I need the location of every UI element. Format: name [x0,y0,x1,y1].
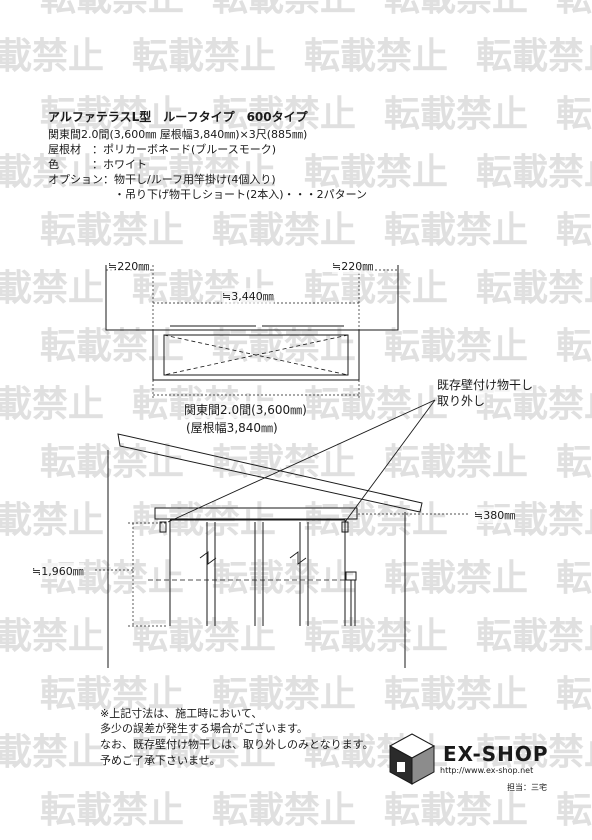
watermark-text: 転載禁止 [0,152,104,193]
watermark-text: 転載禁止 [476,616,592,657]
callout-existing-laundry-pole: 既存壁付け物干し [437,376,534,393]
watermark-text: 転載禁止 [556,210,592,251]
watermark-text: 転載禁止 [212,558,356,599]
watermark-text: 転載禁止 [384,674,528,715]
elevation-hook-left [159,521,167,533]
watermark-text: 転載禁止 [132,732,276,773]
plan-dim-inner: ≒3,440㎜ [222,288,274,304]
watermark-text: 転載禁止 [132,36,276,77]
watermark-text: 転載禁止 [384,558,528,599]
watermark-text: 転載禁止 [40,94,184,135]
watermark-text: 転載禁止 [384,326,528,367]
watermark-text: 転載禁止 [304,152,448,193]
elevation-slide-arrow-left [199,551,217,565]
watermark-text: 転載禁止 [556,558,592,599]
watermark-text: 転載禁止 [384,790,528,831]
watermark-text: 転載禁止 [40,442,184,483]
plan-terrace-inner [163,334,349,376]
plan-dim-right: ≒220㎜ [332,258,374,274]
watermark-text: 転載禁止 [384,442,528,483]
brand-block: EX-SHOP http://www.ex-shop.net [385,720,585,800]
watermark-text: 転載禁止 [212,326,356,367]
elevation-terrace-roof [154,507,358,520]
watermark-text: 転載禁止 [0,268,104,309]
callout-leader-1 [167,399,436,523]
note-line-3: なお、既存壁付け物干しは、取り外しのみとなります。 [100,738,374,751]
plan-terrace-outline [152,329,360,381]
note-line-2: 多少の誤差が発生する場合がございます。 [100,722,308,735]
watermark-text: 転載禁止 [476,268,592,309]
spec-line-color: 色 ：ホワイト [48,158,147,171]
watermark-text: 転載禁止 [384,210,528,251]
elevation-dim-1960: ≒1,960㎜ [32,563,84,579]
brand-tanto: 担当：三宅 [507,783,547,792]
spec-line-size: 関東間2.0間(3,600㎜ 屋根幅3,840㎜)×3尺(885㎜) [48,128,308,141]
plan-dim-width-2: (屋根幅3,840㎜) [186,419,278,436]
plan-dim-width-1: 関東間2.0間(3,600㎜) [184,401,307,418]
watermark-text: 転載禁止 [132,616,276,657]
watermark-text: 転載禁止 [0,732,104,773]
watermark-text: 転載禁止 [384,0,528,19]
watermark-text: 転載禁止 [556,94,592,135]
ex-shop-logo-icon [388,733,436,785]
callout-leader-2 [344,399,436,523]
watermark-text: 転載禁止 [40,790,184,831]
watermark-text: 転載禁止 [476,152,592,193]
watermark-text: 転載禁止 [476,732,592,773]
watermark-text: 転載禁止 [40,674,184,715]
watermark-text: 転載禁止 [476,36,592,77]
callout-removal: 取り外し [437,392,486,409]
spec-line-option: オプション：物干し/ルーフ用竿掛け(4個入り) [48,173,276,186]
elevation-downpipe-head [345,571,357,581]
elevation-view [95,399,470,668]
watermark-text: 転載禁止 [0,616,104,657]
watermark-text: 転載禁止 [40,210,184,251]
watermark-text: 転載禁止 [212,94,356,135]
watermark-text: 転載禁止 [0,500,104,541]
watermark-text: 転載禁止 [304,36,448,77]
watermark-text: 転載禁止 [212,790,356,831]
watermark-text: 転載禁止 [304,268,448,309]
watermark-text: 転載禁止 [384,94,528,135]
watermark-text: 転載禁止 [556,674,592,715]
brand-name: EX-SHOP [443,742,549,766]
watermark-text: 転載禁止 [40,326,184,367]
watermark-text: 転載禁止 [212,210,356,251]
watermark-text: 転載禁止 [212,674,356,715]
spec-line-option-2: ・吊り下げ物干しショート(2本入)・・・2パターン [48,188,368,201]
elevation-dim-380: ≒380㎜ [474,507,516,523]
watermark-text: 転載禁止 [132,152,276,193]
plan-view [105,265,399,400]
plan-diagonal-2 [163,334,349,376]
spec-title: アルファテラスL型 ルーフタイプ 600タイプ [48,110,308,124]
watermark-text: 転載禁止 [212,442,356,483]
watermark-text: 転載禁止 [556,326,592,367]
spec-line-roof-material: 屋根材 ：ポリカーボネード(ブルースモーク) [48,143,277,156]
watermark-text: 転載禁止 [556,790,592,831]
watermark-text: 転載禁止 [304,384,448,425]
elevation-house-roof [117,433,423,513]
watermark-text: 転載禁止 [40,0,184,19]
watermark-text: 転載禁止 [212,0,356,19]
watermark-text: 転載禁止 [556,442,592,483]
watermark-text: 転載禁止 [304,616,448,657]
elevation-slide-arrow-right [289,551,307,565]
note-line-4: 予めご了承下さいませ。 [100,754,221,767]
note-line-1: ※上記寸法は、施工時において、 [100,707,263,720]
watermark-text: 転載禁止 [556,0,592,19]
watermark-text: 転載禁止 [0,36,104,77]
brand-url[interactable]: http://www.ex-shop.net [440,766,534,775]
watermark-text: 転載禁止 [0,384,104,425]
plan-dim-left: ≒220㎜ [108,258,150,274]
